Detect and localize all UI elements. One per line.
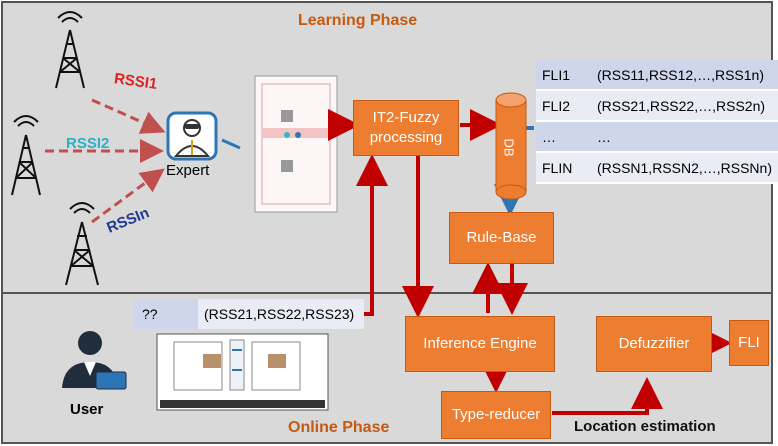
expert-label: Expert bbox=[166, 162, 210, 179]
db-table: FLI1(RSS11,RSS12,…,RSS1n) FLI2(RSS21,RSS… bbox=[536, 60, 778, 184]
expert-icon bbox=[166, 111, 218, 161]
location-estimation-label: Location estimation bbox=[574, 418, 716, 435]
table-cell-value: (RSS11,RSS12,…,RSS1n) bbox=[590, 60, 778, 91]
rule-base-box: Rule-Base bbox=[449, 212, 554, 264]
table-cell-key: FLI2 bbox=[536, 90, 591, 122]
cell-tower-icon-3 bbox=[65, 202, 99, 286]
table-cell-value: … bbox=[590, 121, 778, 153]
db-label: DB bbox=[501, 138, 517, 157]
query-row: ?? (RSS21,RSS22,RSS23) bbox=[134, 299, 364, 329]
cell-tower-icon-1 bbox=[55, 11, 85, 89]
db-cylinder bbox=[495, 92, 527, 200]
learning-phase-title: Learning Phase bbox=[298, 12, 418, 29]
online-phase-title: Online Phase bbox=[288, 419, 390, 436]
table-cell-key: FLI1 bbox=[536, 60, 591, 91]
table-cell-value: (RSSN1,RSSN2,…,RSSNn) bbox=[590, 152, 778, 184]
user-icon bbox=[62, 331, 127, 390]
fli-output-box: FLI bbox=[729, 320, 769, 366]
floor-plan-online bbox=[156, 333, 329, 411]
query-value: (RSS21,RSS22,RSS23) bbox=[198, 299, 364, 329]
query-key: ?? bbox=[134, 299, 198, 329]
table-row: FLI2(RSS21,RSS22,…,RSS2n) bbox=[536, 90, 778, 122]
rssin-arrow bbox=[91, 168, 165, 224]
table-row: …… bbox=[536, 121, 778, 153]
user-label: User bbox=[70, 401, 104, 418]
table-cell-value: (RSS21,RSS22,…,RSS2n) bbox=[590, 90, 778, 122]
defuzzifier-box: Defuzzifier bbox=[596, 316, 712, 372]
expert-connector bbox=[221, 138, 241, 150]
table-row: FLIN(RSSN1,RSSN2,…,RSSNn) bbox=[536, 152, 778, 184]
it2-fuzzy-processing-box: IT2-Fuzzy processing bbox=[353, 100, 459, 156]
rssi1-arrow bbox=[91, 98, 166, 134]
type-reducer-box: Type-reducer bbox=[441, 391, 551, 439]
rssi2-label: RSSI2 bbox=[66, 135, 110, 152]
table-cell-key: FLIN bbox=[536, 152, 591, 184]
typereducer-to-defuzzifier-arrow bbox=[552, 377, 663, 415]
query-to-it2-arrow bbox=[352, 154, 388, 316]
table-row: FLI1(RSS11,RSS12,…,RSS1n) bbox=[536, 60, 778, 91]
table-cell-key: … bbox=[536, 121, 591, 153]
cell-tower-icon-2 bbox=[11, 115, 41, 196]
inference-engine-box: Inference Engine bbox=[405, 316, 555, 372]
floor-plan-learning bbox=[254, 75, 338, 213]
